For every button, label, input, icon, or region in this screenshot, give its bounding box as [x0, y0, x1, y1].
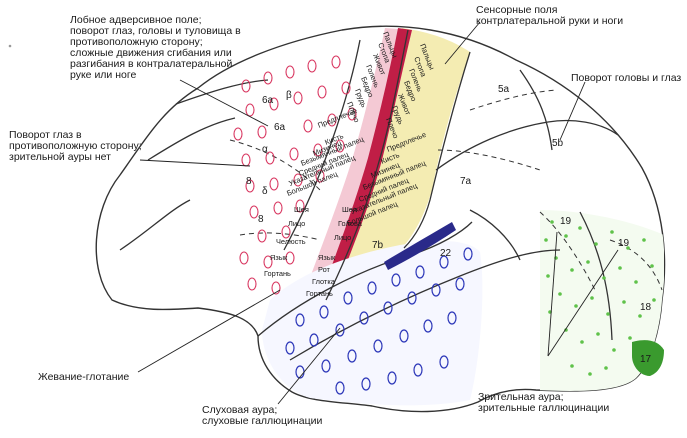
- visual-dot: [594, 242, 598, 246]
- area-number: δ: [262, 186, 268, 197]
- visual-dot: [596, 332, 600, 336]
- label-sensory-fields: Сенсорные поля контрлатеральной руки и н…: [476, 5, 636, 27]
- visual-dot: [546, 274, 550, 278]
- area-number: 8: [258, 214, 264, 225]
- visual-dot: [604, 366, 608, 370]
- visual-dot: [550, 220, 554, 224]
- sensory-part: Лицо: [334, 233, 351, 242]
- visual-dot: [638, 314, 642, 318]
- sensory-part: Язык: [318, 253, 336, 262]
- corner-speck: [9, 45, 12, 48]
- visual-dot: [578, 226, 582, 230]
- sensory-part: Голова: [338, 219, 363, 228]
- visual-dot: [622, 300, 626, 304]
- visual-dot: [602, 276, 606, 280]
- visual-dot: [570, 268, 574, 272]
- visual-dot: [634, 280, 638, 284]
- visual-dot: [628, 336, 632, 340]
- visual-dot: [606, 312, 610, 316]
- area-number: 5a: [498, 84, 510, 95]
- area-number: 6a: [274, 122, 286, 133]
- area-number: 8: [246, 176, 252, 187]
- label-chewing: Жевание-глотание: [38, 372, 148, 383]
- area-number: 7a: [460, 176, 472, 187]
- label-auditory-aura: Слуховая аура; слуховые галлюцинации: [202, 405, 342, 427]
- area-number: 22: [440, 248, 452, 259]
- area-number: α: [262, 144, 268, 155]
- area-number: 7b: [372, 240, 384, 251]
- visual-dot: [570, 364, 574, 368]
- motor-part: Лицо: [288, 219, 305, 228]
- visual-dot: [612, 348, 616, 352]
- area-number: 5b: [552, 138, 564, 149]
- motor-part: Язык: [270, 253, 288, 262]
- visual-dot: [558, 292, 562, 296]
- area-number: 19: [560, 216, 572, 227]
- visual-dot: [580, 340, 584, 344]
- sensory-part: Глотка: [312, 277, 336, 286]
- visual-dot: [564, 234, 568, 238]
- area-number: 6a: [262, 95, 274, 106]
- motor-part: Гортань: [264, 269, 291, 278]
- sensory-part: Рот: [318, 265, 331, 274]
- visual-dot: [574, 304, 578, 308]
- area-number: 18: [640, 302, 652, 313]
- area-number: 17: [640, 354, 652, 365]
- motor-part: Шея: [294, 205, 309, 214]
- motor-part: Челюсть: [276, 237, 306, 246]
- label-frontal-field: Лобное адверсивное поле; поворот глаз, г…: [70, 15, 260, 81]
- visual-dot: [610, 230, 614, 234]
- sensory-part: Гортань: [306, 289, 333, 298]
- label-visual-aura: Зрительная аура; зрительные галлюцинации: [478, 392, 638, 414]
- label-eye-turn: Поворот глаз в противоположную сторону; …: [9, 130, 154, 163]
- area-number: β: [286, 90, 292, 101]
- visual-dot: [588, 372, 592, 376]
- visual-dot: [618, 266, 622, 270]
- visual-dot: [652, 298, 656, 302]
- area-number: 19: [618, 238, 630, 249]
- visual-dot: [590, 296, 594, 300]
- visual-dot: [544, 238, 548, 242]
- sensory-part: Шея: [342, 205, 357, 214]
- label-head-eye-turn: Поворот головы и глаз: [571, 73, 683, 84]
- visual-dot: [642, 238, 646, 242]
- visual-dot: [650, 264, 654, 268]
- visual-dot: [586, 260, 590, 264]
